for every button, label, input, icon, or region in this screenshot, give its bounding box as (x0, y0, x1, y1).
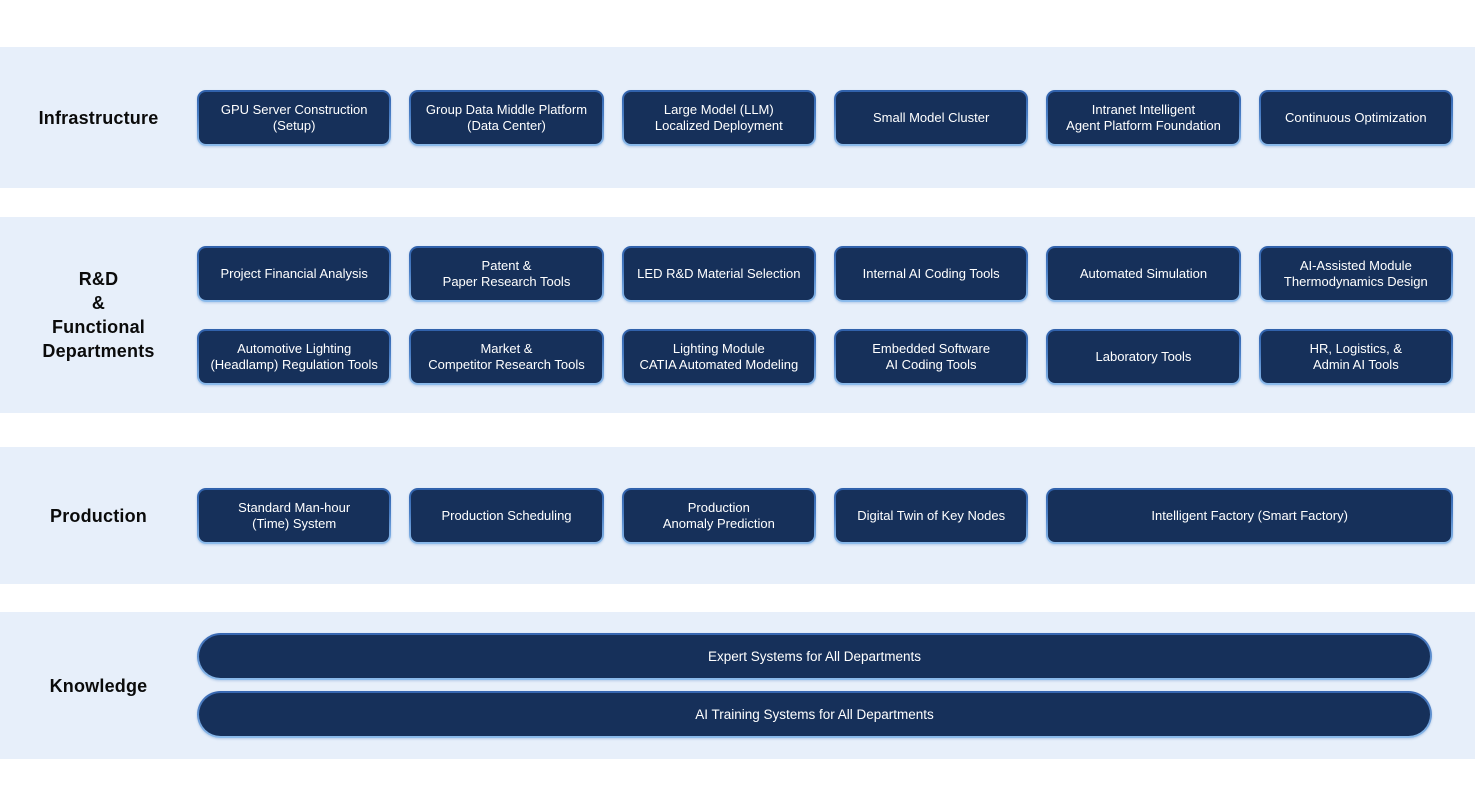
band-knowledge: Knowledge Expert Systems for All Departm… (0, 612, 1475, 759)
node-gpu-server-setup: GPU Server Construction (Setup) (197, 89, 392, 146)
node-continuous-optimization: Continuous Optimization (1258, 89, 1453, 146)
node-laboratory-tools: Laboratory Tools (1046, 328, 1241, 385)
rnd-nodes: Project Financial Analysis Patent & Pape… (197, 245, 1475, 385)
node-anomaly-prediction: Production Anomaly Prediction (621, 487, 816, 544)
node-market-competitor-research-label: Market & Competitor Research Tools (411, 330, 602, 383)
node-hr-logistics-admin-tools-label: HR, Logistics, & Admin AI Tools (1260, 330, 1451, 383)
node-ai-thermodynamics-design-label: AI-Assisted Module Thermodynamics Design (1260, 247, 1451, 300)
node-standard-man-hour: Standard Man-hour (Time) System (197, 487, 392, 544)
node-digital-twin-key-nodes: Digital Twin of Key Nodes (833, 487, 1029, 544)
node-anomaly-prediction-label: Production Anomaly Prediction (623, 489, 814, 542)
row-label-col-production: Production (0, 504, 197, 528)
node-market-competitor-research: Market & Competitor Research Tools (409, 328, 604, 385)
node-small-model-cluster: Small Model Cluster (833, 89, 1029, 146)
node-ai-thermodynamics-design: AI-Assisted Module Thermodynamics Design (1258, 245, 1453, 302)
node-group-data-platform-label: Group Data Middle Platform (Data Center) (411, 91, 602, 144)
row-label-col-rnd: R&D & Functional Departments (0, 267, 197, 363)
infrastructure-nodes: GPU Server Construction (Setup) Group Da… (197, 89, 1475, 146)
node-laboratory-tools-label: Laboratory Tools (1048, 330, 1239, 383)
node-project-financial-analysis: Project Financial Analysis (197, 245, 392, 302)
node-led-material-selection-label: LED R&D Material Selection (623, 247, 814, 300)
node-embedded-ai-coding-tools: Embedded Software AI Coding Tools (833, 328, 1029, 385)
node-production-scheduling: Production Scheduling (409, 487, 604, 544)
node-patent-paper-research: Patent & Paper Research Tools (409, 245, 604, 302)
node-automotive-regulation-tools-label: Automotive Lighting (Headlamp) Regulatio… (199, 330, 390, 383)
band-infrastructure: Infrastructure GPU Server Construction (… (0, 47, 1475, 188)
node-digital-twin-key-nodes-label: Digital Twin of Key Nodes (835, 489, 1027, 542)
bar-expert-systems-label: Expert Systems for All Departments (199, 635, 1430, 678)
knowledge-bars: Expert Systems for All Departments AI Tr… (197, 633, 1475, 738)
node-hr-logistics-admin-tools: HR, Logistics, & Admin AI Tools (1258, 328, 1453, 385)
node-standard-man-hour-label: Standard Man-hour (Time) System (199, 489, 390, 542)
node-internal-ai-coding-tools: Internal AI Coding Tools (833, 245, 1029, 302)
node-internal-ai-coding-tools-label: Internal AI Coding Tools (835, 247, 1027, 300)
row-label-production: Production (50, 505, 147, 526)
node-llm-localized-deployment-label: Large Model (LLM) Localized Deployment (623, 91, 814, 144)
node-smart-factory-label: Intelligent Factory (Smart Factory) (1048, 489, 1451, 542)
node-gpu-server-setup-label: GPU Server Construction (Setup) (199, 91, 390, 144)
node-continuous-optimization-label: Continuous Optimization (1260, 91, 1451, 144)
band-production: Production Standard Man-hour (Time) Syst… (0, 447, 1475, 584)
node-group-data-platform: Group Data Middle Platform (Data Center) (409, 89, 604, 146)
node-embedded-ai-coding-tools-label: Embedded Software AI Coding Tools (835, 330, 1027, 383)
bar-ai-training-systems: AI Training Systems for All Departments (197, 691, 1432, 738)
row-label-col-knowledge: Knowledge (0, 674, 197, 698)
node-smart-factory: Intelligent Factory (Smart Factory) (1046, 487, 1453, 544)
node-automotive-regulation-tools: Automotive Lighting (Headlamp) Regulatio… (197, 328, 392, 385)
row-label-infrastructure: Infrastructure (38, 107, 159, 128)
node-catia-automated-modeling: Lighting Module CATIA Automated Modeling (621, 328, 816, 385)
bar-expert-systems: Expert Systems for All Departments (197, 633, 1432, 680)
production-nodes: Standard Man-hour (Time) System Producti… (197, 487, 1475, 544)
row-label-knowledge: Knowledge (49, 675, 148, 696)
node-intranet-agent-platform-label: Intranet Intelligent Agent Platform Foun… (1048, 91, 1239, 144)
bar-ai-training-systems-label: AI Training Systems for All Departments (199, 693, 1430, 736)
node-intranet-agent-platform: Intranet Intelligent Agent Platform Foun… (1046, 89, 1241, 146)
node-project-financial-analysis-label: Project Financial Analysis (199, 247, 390, 300)
node-catia-automated-modeling-label: Lighting Module CATIA Automated Modeling (623, 330, 814, 383)
node-automated-simulation: Automated Simulation (1046, 245, 1241, 302)
row-label-col-infrastructure: Infrastructure (0, 106, 197, 130)
node-patent-paper-research-label: Patent & Paper Research Tools (411, 247, 602, 300)
band-rnd-functional: R&D & Functional Departments Project Fin… (0, 217, 1475, 413)
row-label-rnd: R&D & Functional Departments (42, 269, 155, 361)
node-automated-simulation-label: Automated Simulation (1048, 247, 1239, 300)
node-llm-localized-deployment: Large Model (LLM) Localized Deployment (621, 89, 816, 146)
node-production-scheduling-label: Production Scheduling (411, 489, 602, 542)
node-small-model-cluster-label: Small Model Cluster (835, 91, 1027, 144)
node-led-material-selection: LED R&D Material Selection (621, 245, 816, 302)
